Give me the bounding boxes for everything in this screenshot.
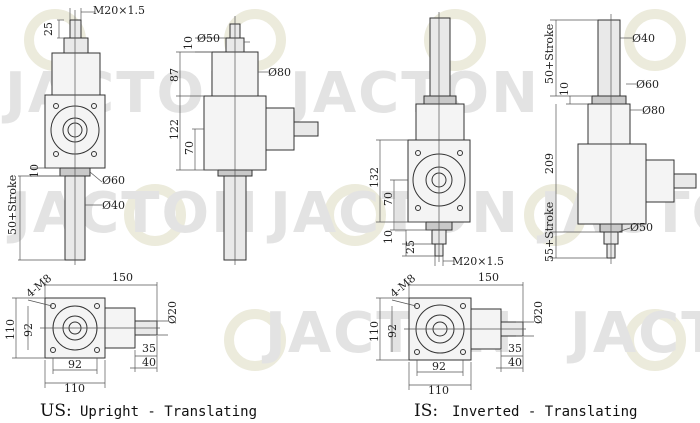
us-side-input-shaft [293, 121, 319, 137]
is-top-collar [423, 95, 457, 105]
us-caption-code: US: [40, 401, 72, 421]
is-plan-h110: 110 [368, 321, 381, 342]
us-top-thread-stub [69, 19, 82, 39]
us-plan-bolt-icon [50, 303, 56, 309]
us-bolt-icon [53, 151, 59, 157]
is-dim-25: 25 [404, 240, 417, 254]
us-plan-d35: 35 [142, 342, 156, 355]
is-plan-bolt-icon [414, 349, 420, 355]
us-plan-bolts: 4-M8 [24, 272, 55, 301]
us-plan-d40: 40 [142, 356, 156, 369]
watermark-gear-icon [624, 309, 686, 371]
is-plan-bolts: 4-M8 [388, 272, 419, 301]
is-side-input-shaft [673, 173, 697, 189]
us-plan-h110: 110 [4, 319, 17, 340]
us-side-dim-70: 70 [183, 141, 196, 155]
is-dim-10: 10 [382, 230, 395, 244]
us-plan-h92: 92 [22, 323, 35, 337]
is-side-stroke-top: 50+Stroke [543, 24, 556, 84]
us-top-collar [63, 37, 89, 54]
is-caption-text: Inverted - Translating [452, 404, 637, 420]
us-side-dim-122: 122 [168, 119, 181, 140]
is-side-stroke-bottom: 55+Stroke [543, 202, 556, 262]
is-bolt-icon [415, 150, 421, 156]
watermark-brand: JACTON [566, 301, 700, 366]
is-plan-bolt-icon [414, 303, 420, 309]
is-caption: IS: Inverted - Translating [414, 401, 637, 421]
us-thread-label: M20×1.5 [93, 4, 145, 17]
us-side-dim-87: 87 [168, 68, 181, 82]
is-side-dim-10: 10 [558, 82, 571, 96]
us-plan-w110: 110 [64, 382, 85, 395]
is-upper-housing [415, 103, 465, 141]
is-dim-132: 132 [368, 167, 381, 188]
is-side-dia-50: Ø50 [630, 221, 653, 234]
is-side-dia-80: Ø80 [642, 104, 665, 117]
us-plan-bolt-icon [50, 347, 56, 353]
is-plan-bolt-icon [460, 349, 466, 355]
us-side-dim-10: 10 [182, 36, 195, 50]
us-dim-10: 10 [28, 164, 41, 178]
watermark-gear-icon [424, 9, 486, 71]
is-plan-view: 4-M8 150 Ø20 110 92 92 110 35 40 [368, 271, 545, 397]
us-side-motor-flange [265, 107, 295, 151]
us-side-dia-80: Ø80 [268, 66, 291, 79]
is-dim-70: 70 [382, 192, 395, 206]
is-side-motor-flange [645, 159, 675, 203]
us-front-view: M20×1.5 25 10 Ø60 Ø40 50+Stroke [6, 4, 145, 265]
is-plan-w110: 110 [428, 384, 449, 397]
watermark-gear-icon [624, 9, 686, 71]
is-plan-w92: 92 [432, 360, 446, 373]
us-plan-bolt-icon [94, 303, 100, 309]
is-thread-label: M20×1.5 [452, 255, 504, 268]
us-stroke-label: 50+Stroke [6, 175, 19, 235]
is-bolt-icon [415, 205, 421, 211]
is-side-dia-60: Ø60 [636, 78, 659, 91]
us-plan-bolt-icon [94, 347, 100, 353]
is-side-dim-209: 209 [543, 153, 556, 174]
is-plan-h92: 92 [386, 324, 399, 338]
is-lifting-screw [429, 17, 451, 97]
is-plan-d40: 40 [508, 356, 522, 369]
us-bolt-icon [53, 103, 59, 109]
is-caption-code: IS: [414, 401, 438, 421]
is-side-upper [587, 103, 631, 145]
is-side-gearbox [577, 143, 647, 225]
is-side-screw [597, 19, 621, 97]
us-bolt-icon [91, 103, 97, 109]
is-plan-w150: 150 [478, 271, 499, 284]
us-plan-w150: 150 [112, 271, 133, 284]
watermark-layer: JACTON JACTON JACTON JACTON JACTON JACTO… [1, 9, 700, 371]
is-plan-d35: 35 [508, 342, 522, 355]
watermark-brand: JACTON [286, 61, 540, 126]
is-side-dia-40: Ø40 [632, 32, 655, 45]
us-caption: US: Upright - Translating [40, 401, 257, 421]
watermark-brand: JACTON [266, 181, 520, 246]
is-bolt-icon [457, 205, 463, 211]
us-plan-w92: 92 [68, 358, 82, 371]
us-upper-housing [51, 52, 101, 96]
us-dia-40: Ø40 [102, 199, 125, 212]
us-plan-view: 4-M8 150 Ø20 110 92 92 110 35 40 [4, 271, 179, 395]
us-plan-d20: Ø20 [166, 301, 179, 324]
is-side-top-collar [591, 95, 627, 105]
watermark-brand: JACTON [6, 181, 260, 246]
us-side-view: 10 Ø50 Ø80 87 122 70 [168, 16, 319, 265]
watermark-gear-icon [324, 184, 386, 246]
watermark-gear-icon [224, 309, 286, 371]
us-caption-text: Upright - Translating [80, 404, 257, 420]
us-bolt-icon [91, 151, 97, 157]
watermark-gear-icon [124, 184, 186, 246]
is-plan-bolt-icon [460, 303, 466, 309]
is-front-view: 132 70 10 25 M20×1.5 [368, 12, 504, 268]
us-side-dia-50: Ø50 [197, 32, 220, 45]
us-dim-25: 25 [42, 22, 55, 36]
is-plan-d20: Ø20 [532, 301, 545, 324]
is-bolt-icon [457, 150, 463, 156]
us-dia-60: Ø60 [102, 174, 125, 187]
is-side-view: 50+Stroke 10 Ø40 Ø60 Ø80 209 55+Stroke Ø… [543, 14, 697, 264]
